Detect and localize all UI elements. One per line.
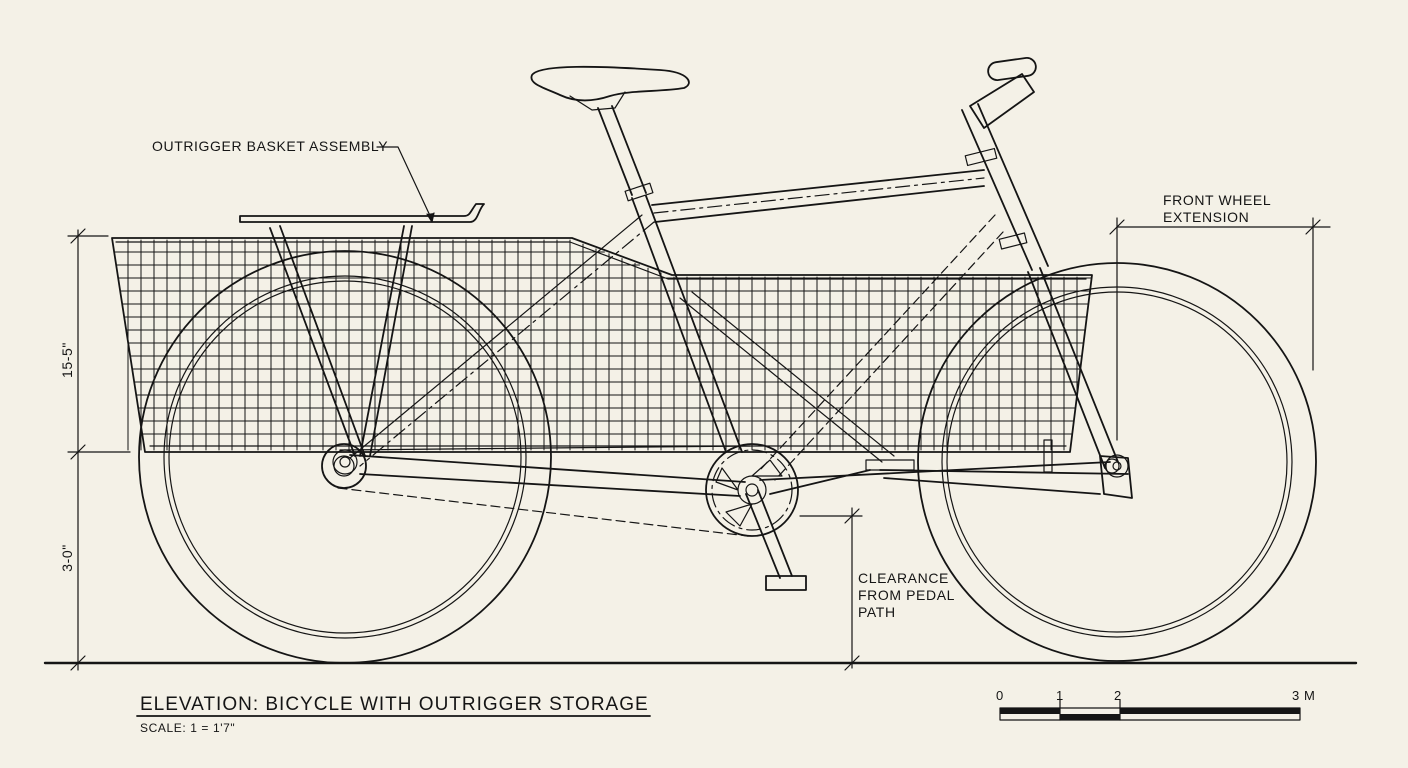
- bicycle-frame: [349, 57, 1133, 499]
- dim-basket-height: 15-5": [59, 342, 75, 378]
- label-clearance-line2: FROM PEDAL: [858, 587, 955, 603]
- label-clearance-line3: PATH: [858, 604, 896, 620]
- drawing-scale: SCALE: 1 = 1'7": [140, 721, 235, 735]
- drivetrain: [321, 443, 807, 591]
- scale-label-0: 0: [996, 688, 1004, 703]
- callout-clearance: CLEARANCE FROM PEDAL PATH: [799, 507, 955, 671]
- scale-label-1: 1: [1056, 688, 1064, 703]
- callout-basket-assembly: OUTRIGGER BASKET ASSEMBLY: [152, 138, 435, 223]
- drawing-title: ELEVATION: BICYCLE WITH OUTRIGGER STORAG…: [140, 694, 649, 715]
- label-clearance-line1: CLEARANCE: [858, 570, 949, 586]
- basket-grid: [113, 239, 1093, 451]
- dim-ground-clearance: 3-0": [59, 544, 75, 572]
- saddle: [530, 65, 690, 102]
- scale-label-2: 2: [1114, 688, 1122, 703]
- rear-wheel: [138, 250, 552, 664]
- dimension-chain-left: 15-5" 3-0": [59, 228, 131, 671]
- label-front-wheel-line2: EXTENSION: [1163, 209, 1249, 225]
- outrigger-basket: [111, 203, 1093, 457]
- rear-basket-outline: [111, 237, 1093, 453]
- label-outrigger-basket: OUTRIGGER BASKET ASSEMBLY: [152, 138, 388, 154]
- scale-label-3: 3 M: [1292, 688, 1315, 703]
- title-block: ELEVATION: BICYCLE WITH OUTRIGGER STORAG…: [136, 694, 651, 735]
- label-front-wheel-line1: FRONT WHEEL: [1163, 192, 1271, 208]
- scale-bar: 0 1 2 3 M: [996, 688, 1315, 721]
- rear-rack: [239, 203, 485, 223]
- callout-front-wheel: FRONT WHEEL EXTENSION: [1109, 192, 1331, 441]
